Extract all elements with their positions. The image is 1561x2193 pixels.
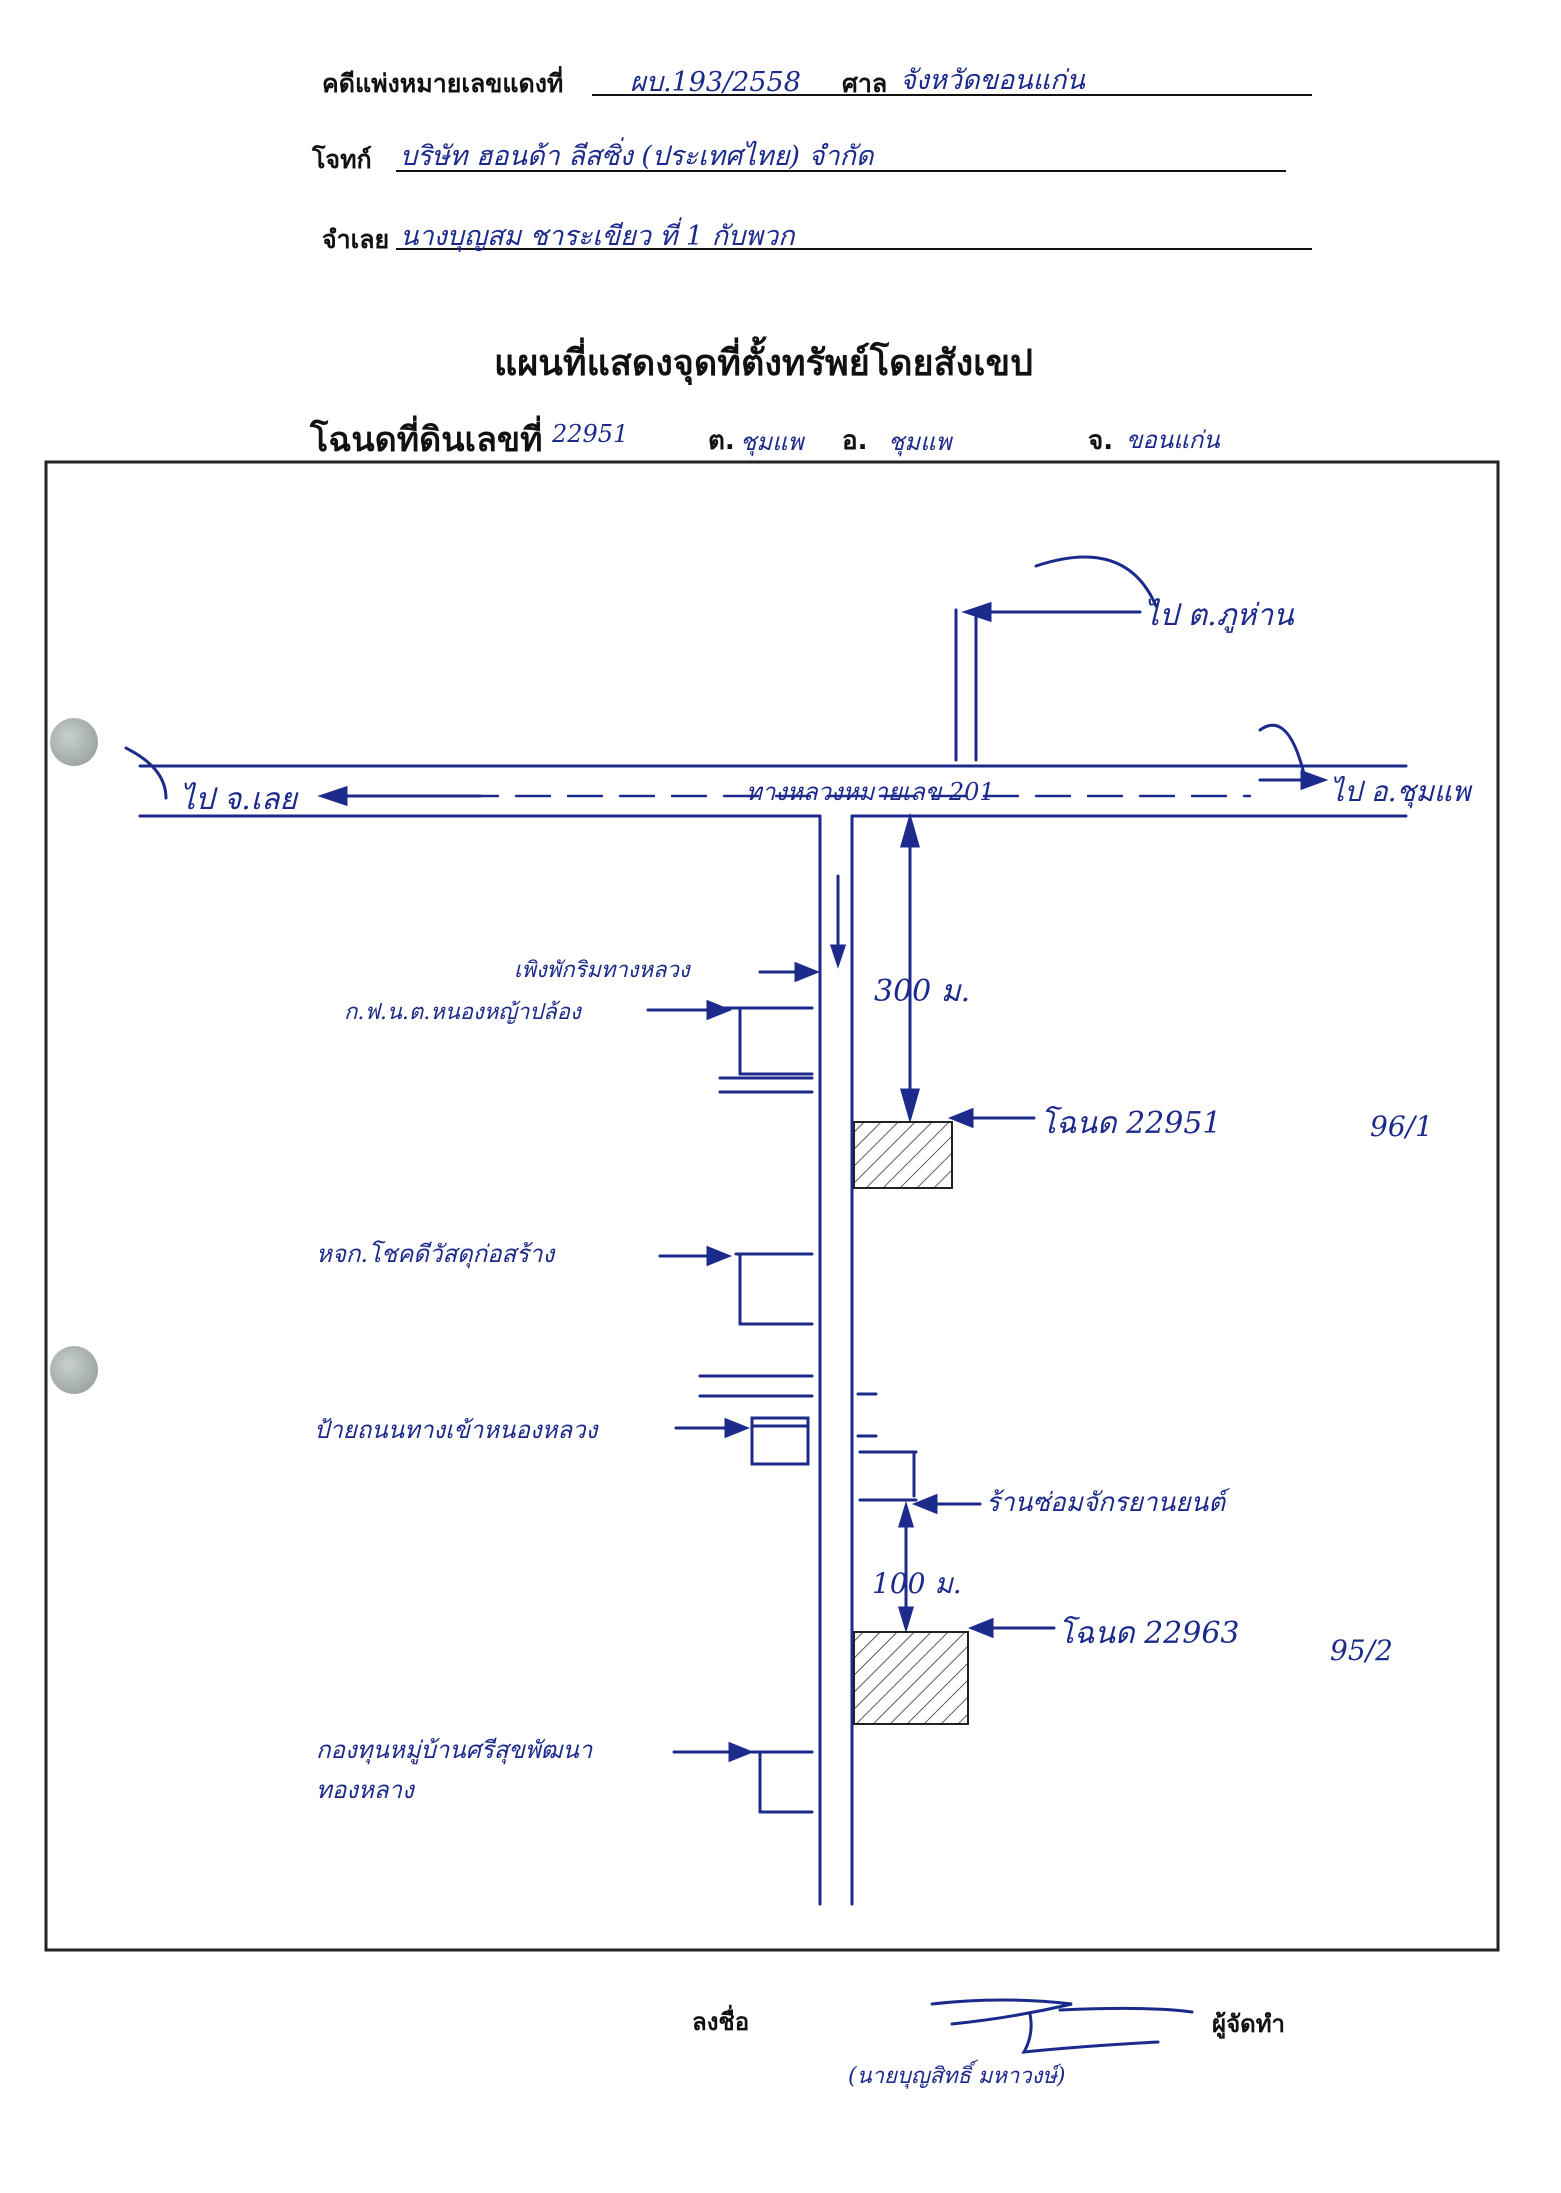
parcel-22963 [853,1631,969,1725]
label-rest-house: เพิงพักริมทางหลวง [514,958,690,983]
dim-100-down [897,1606,915,1634]
district-label: อ. [842,426,868,456]
deed-value: 22951 [552,420,629,448]
label-fund: กองทุนหมู่บ้านศรีสุขพัฒนา ทองหลาง [316,1736,593,1804]
shop1-arrow-head [706,1245,733,1267]
phukhaew-hook [1034,555,1158,608]
repair-arrow-head [911,1493,938,1515]
subdistrict-label: ต. [708,426,735,456]
sign-board [750,1416,810,1466]
arrow-loei-head [317,785,348,807]
defendant-underline [396,248,1312,250]
sign-arrow-head [724,1417,751,1439]
label-school: ก.ฟ.น.ต.หนองหญ้าปล้อง [344,1000,581,1025]
label-to-loei: ไป จ.เลย [180,782,297,817]
punch-hole-bottom [50,1346,98,1394]
maker-label: ผู้จัดทำ [1212,2010,1286,2038]
court-value: จังหวัดขอนแก่น [900,65,1085,96]
label-deed-22963-no: 95/2 [1330,1634,1393,1667]
deed-22963-arrow-head [967,1617,994,1639]
case-label: คดีแพ่งหมายเลขแดงที่ [322,69,564,98]
sign-label: ลงชื่อ [692,2008,750,2036]
subdistrict-value: ชุมแพ [740,428,804,456]
label-repair-shop: ร้านซ่อมจักรยานยนต์ [986,1488,1226,1518]
chumphae-hook [1258,723,1306,776]
deed-22951-arrow-head [947,1107,974,1129]
dim-300-up [900,812,920,848]
arrow-chumphae-head [1300,769,1329,791]
label-highway: ทางหลวงหมายเลข 201 [746,778,995,806]
arrow-phukhaew-head [961,601,992,623]
label-to-phukhaew: ไป ต.ภูห่าน [1144,598,1294,633]
defendant-value: นางบุญสม ชาระเขียว ที่ 1 กับพวก [400,221,795,252]
label-deed-22951: โฉนด 22951 [1040,1106,1222,1141]
rest-house-arrow-head [794,961,821,983]
label-deed-22951-no: 96/1 [1370,1110,1433,1143]
page-title: แผนที่แสดงจุดที่ตั้งทรัพย์โดยสังเขป [494,343,1033,384]
punch-hole-top [50,718,98,766]
loei-hook [124,746,168,800]
label-300m: 300 ม. [874,974,971,1009]
label-sign: ป้ายถนนทางเข้าหนองหลวง [314,1416,598,1444]
label-deed-22963: โฉนด 22963 [1058,1616,1240,1651]
signer-name: (นายบุญสิทธิ์ มหาวงษ์) [848,2064,1066,2089]
plaintiff-value: บริษัท ฮอนด้า ลีสซิ่ง (ประเทศไทย) จำกัด [400,141,874,172]
court-label: ศาล [842,69,888,98]
case-underline [592,94,1312,96]
label-to-chumphae: ไป อ.ชุมแพ [1330,775,1471,808]
plaintiff-underline [396,170,1286,172]
defendant-label: จำเลย [322,225,390,254]
signature-mark [930,1998,1194,2054]
province-label: จ. [1088,426,1114,456]
fund-arrow-head [728,1741,755,1763]
plaintiff-label: โจทก์ [312,145,372,174]
dim-300-down [900,1088,920,1124]
rest-house-pointer-head [829,944,847,969]
label-shop-1: หจก.โชคดีวัสดุก่อสร้าง [316,1240,555,1268]
deed-label: โฉนดที่ดินเลขที่ [310,420,543,460]
district-value: ชุมแพ [888,428,952,456]
province-value: ขอนแก่น [1126,426,1220,454]
label-100m: 100 ม. [872,1567,962,1600]
map-frame [44,460,1500,1952]
dim-100-up [897,1500,915,1528]
school-arrow-head [706,999,733,1021]
case-value: ผบ.193/2558 [630,67,801,98]
parcel-22951 [853,1121,953,1189]
